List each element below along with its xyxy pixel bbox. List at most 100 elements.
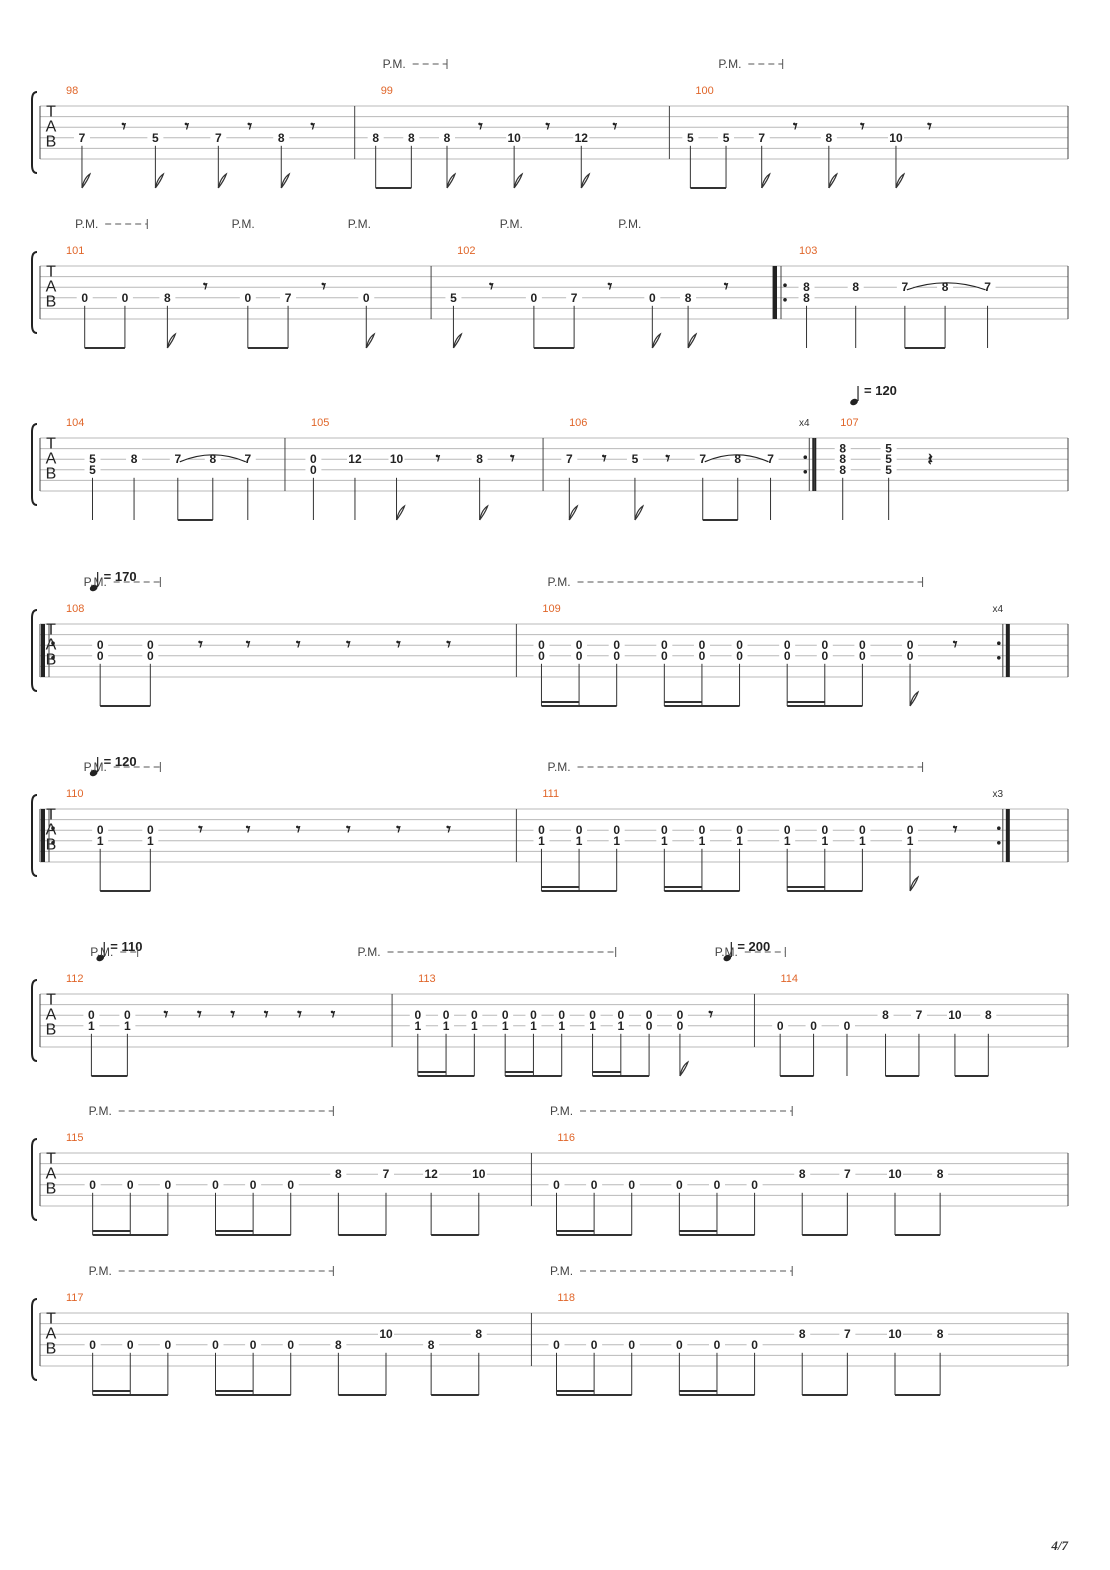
fret-background (84, 463, 101, 475)
fret-number: 0 (661, 823, 668, 837)
fret-number: 0 (676, 1178, 683, 1192)
fret-number: 0 (576, 638, 583, 652)
measure-number: 111 (542, 788, 559, 800)
fret-background (76, 291, 93, 303)
fret-number: 0 (751, 1338, 758, 1352)
measure-number: 107 (840, 417, 858, 429)
fret-number: 1 (907, 834, 914, 848)
fret-number: 0 (613, 649, 620, 663)
fret-background (794, 1328, 811, 1340)
fret-number: 0 (859, 638, 866, 652)
fret-number: 0 (646, 1019, 653, 1033)
fret-number: 0 (810, 1019, 817, 1033)
fret-background (142, 639, 159, 651)
fret-background (119, 1019, 136, 1031)
fret-number: 8 (985, 1008, 992, 1022)
fret-number: 0 (777, 1019, 784, 1033)
fret-background (932, 1328, 949, 1340)
fret-background (656, 649, 673, 661)
eighth-rest: 𝄾 (545, 117, 550, 137)
fret-number: 0 (576, 823, 583, 837)
fret-number: 8 (209, 452, 216, 466)
fret-background (847, 281, 864, 293)
fret-number: 0 (531, 291, 538, 305)
repeat-dot (51, 841, 55, 845)
tab-clef-letter: T (46, 622, 56, 639)
fret-number: 0 (907, 823, 914, 837)
fret-background (497, 1019, 514, 1031)
fret-number: 0 (414, 1008, 421, 1022)
fret-number: 7 (916, 1008, 923, 1022)
fret-background (548, 1178, 565, 1190)
palm-mute-label: P.M. (348, 217, 371, 231)
tab-clef-letter: B (46, 1341, 57, 1358)
fret-background (239, 453, 256, 465)
fret-background (746, 1338, 763, 1350)
tempo-note-icon (850, 398, 858, 406)
fret-background (207, 1338, 224, 1350)
fret-number: 0 (784, 638, 791, 652)
fret-number: 10 (390, 452, 404, 466)
fret-background (126, 453, 143, 465)
fret-background (571, 834, 588, 846)
note-flag (479, 504, 489, 521)
system-brace (31, 609, 38, 692)
fret-background (623, 1338, 640, 1350)
fret-number: 0 (844, 1019, 851, 1033)
fret-number: 0 (310, 463, 317, 477)
fret-background (854, 834, 871, 846)
fret-background (772, 1019, 789, 1031)
tab-clef-letter: T (46, 992, 56, 1009)
fret-background (731, 649, 748, 661)
fret-background (779, 834, 796, 846)
fret-number: 0 (714, 1178, 721, 1192)
fret-background (571, 649, 588, 661)
tab-clef-letter: A (46, 119, 57, 136)
fret-background (816, 649, 833, 661)
fret-number: 0 (97, 638, 104, 652)
fret-background (83, 1019, 100, 1031)
palm-mute-label: P.M. (383, 57, 406, 71)
tab-clef-letter: T (46, 807, 56, 824)
eighth-rest: 𝄾 (436, 449, 441, 469)
eighth-rest: 𝄾 (613, 117, 618, 137)
fret-background (816, 834, 833, 846)
fret-background (378, 1168, 395, 1180)
fret-number: 7 (758, 131, 765, 145)
tempo-note-icon (89, 584, 98, 592)
fret-background (282, 1178, 299, 1190)
system-brace (31, 1138, 38, 1221)
palm-mute-label: P.M. (618, 217, 641, 231)
fret-number: 1 (558, 1019, 565, 1033)
fret-background (608, 649, 625, 661)
fret-background (423, 1338, 440, 1350)
tie-arc (906, 282, 986, 291)
fret-number: 0 (363, 291, 370, 305)
tab-clef-letter: T (46, 436, 56, 453)
fret-background (798, 291, 815, 303)
fret-number: 10 (507, 131, 521, 145)
fret-number: 0 (821, 823, 828, 837)
fret-background (388, 453, 405, 465)
tab-system: TAB= 110= 200P.M.P.M.P.M.1120101𝄾𝄾𝄾𝄾𝄾𝄾11… (31, 939, 1069, 1077)
measure-number: 114 (780, 973, 798, 985)
fret-background (932, 1168, 949, 1180)
fret-background (731, 824, 748, 836)
fret-number: 0 (553, 1338, 560, 1352)
palm-mute-label: P.M. (548, 760, 571, 774)
fret-number: 7 (984, 280, 991, 294)
tempo-note-icon (723, 954, 732, 962)
repeat-start-thick-bar (773, 266, 778, 319)
fret-background (439, 131, 456, 143)
fret-number: 0 (538, 638, 545, 652)
eighth-rest: 𝄾 (122, 117, 127, 137)
measure-number: 117 (66, 1292, 84, 1304)
fret-number: 1 (147, 834, 154, 848)
fret-number: 7 (215, 131, 222, 145)
tab-clef-letter: A (46, 451, 57, 468)
fret-number: 1 (443, 1019, 450, 1033)
fret-background (834, 453, 851, 465)
fret-number: 0 (736, 823, 743, 837)
